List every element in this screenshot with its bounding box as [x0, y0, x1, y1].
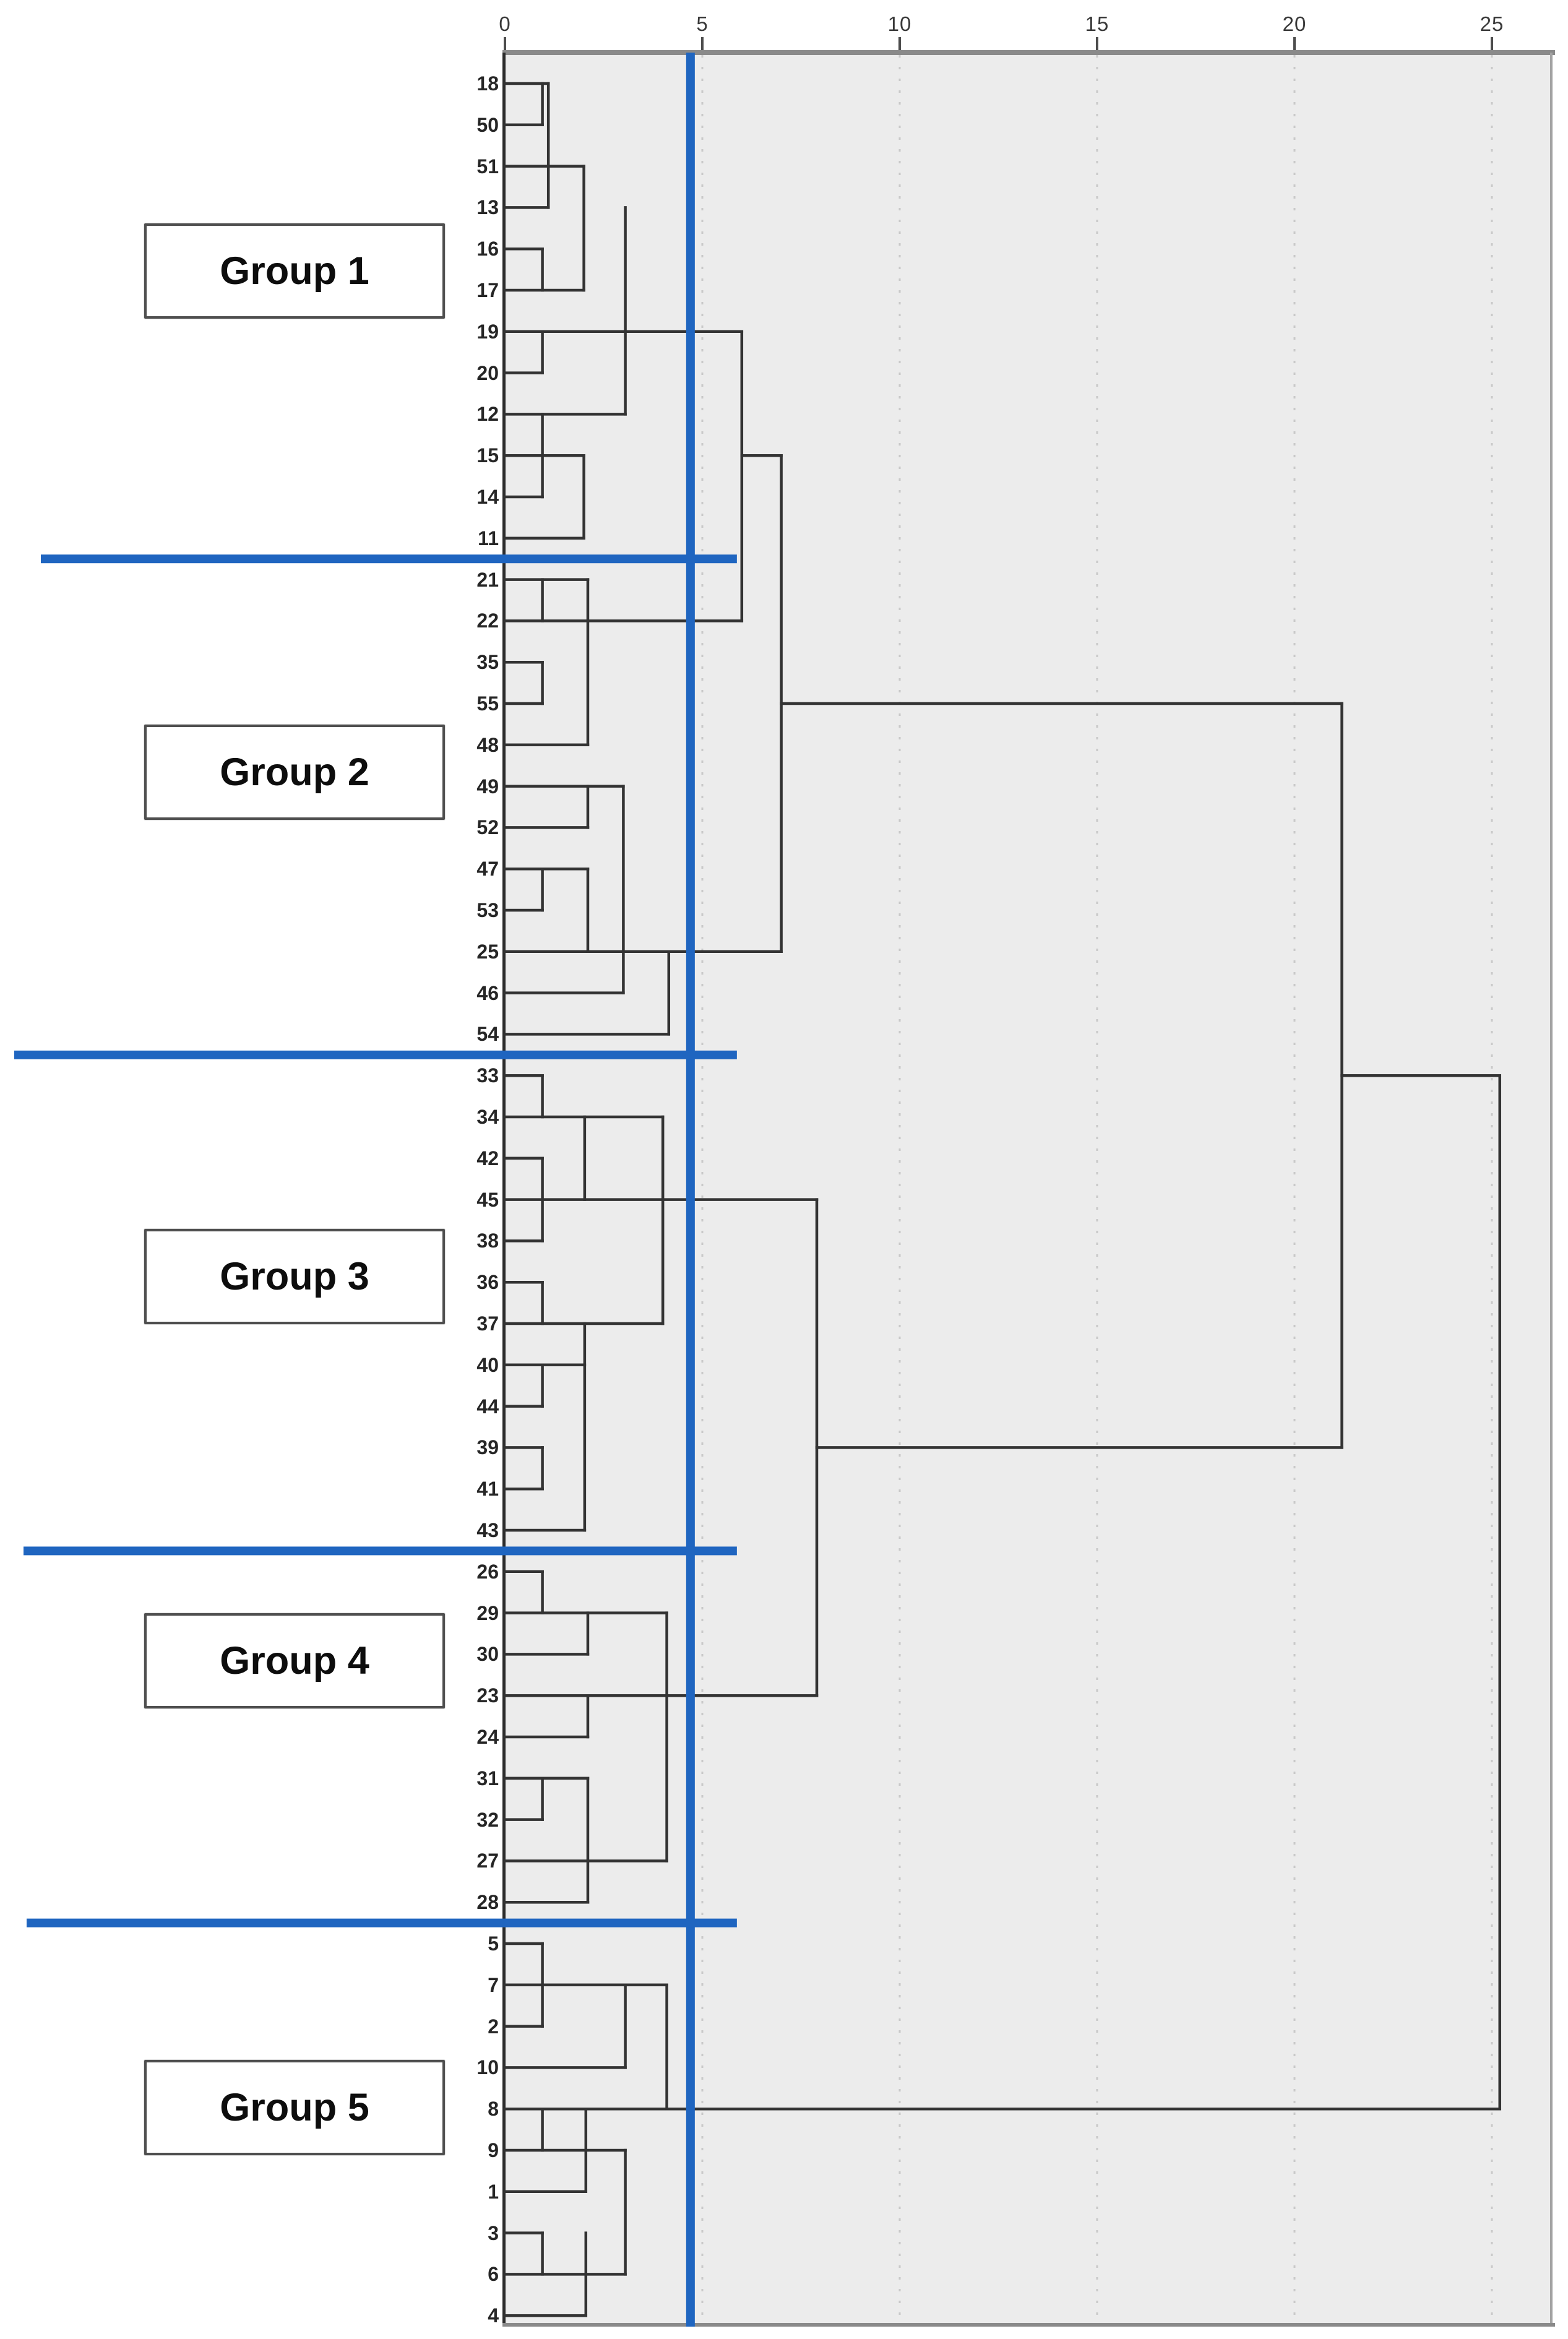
leaf-label: 40	[476, 1353, 499, 1376]
leaf-label: 28	[476, 1891, 499, 1914]
leaf-label: 21	[476, 568, 499, 591]
leaf-label: 41	[476, 1478, 499, 1501]
leaf-label: 13	[476, 196, 499, 219]
leaf-label: 25	[476, 940, 499, 963]
leaf-label: 27	[476, 1850, 499, 1872]
leaf-label: 44	[476, 1395, 499, 1418]
group-box: Group 5	[144, 2059, 445, 2155]
group-label: Group 2	[220, 750, 369, 794]
leaf-label: 26	[476, 1560, 499, 1583]
leaf-label: 35	[476, 651, 499, 674]
leaf-label: 19	[476, 320, 499, 343]
leaf-label: 1	[488, 2180, 499, 2203]
leaf-label: 45	[476, 1188, 499, 1211]
leaf-label: 18	[476, 72, 499, 95]
leaf-label: 6	[488, 2263, 499, 2286]
leaf-label: 12	[476, 403, 499, 426]
axis-line	[502, 50, 1555, 55]
leaf-label: 47	[476, 858, 499, 881]
leaf-label: 38	[476, 1230, 499, 1252]
leaf-label: 3	[488, 2221, 499, 2244]
dendrogram-links	[503, 82, 1502, 2317]
leaf-label: 33	[476, 1064, 499, 1087]
plot-left-border	[502, 53, 506, 2327]
leaf-label: 53	[476, 899, 499, 921]
leaf-label: 22	[476, 610, 499, 632]
group-separator-line	[41, 554, 737, 564]
group-separator-line	[14, 1050, 737, 1059]
axis-tick-label: 25	[1480, 12, 1504, 35]
leaf-label: 37	[476, 1312, 499, 1335]
leaf-label: 49	[476, 775, 499, 798]
leaf-label: 50	[476, 113, 499, 136]
leaf-label: 7	[488, 1973, 499, 1996]
leaf-label: 5	[488, 1932, 499, 1955]
leaf-label: 34	[476, 1106, 499, 1128]
plot-bottom-border	[502, 2323, 1555, 2327]
leaf-label: 39	[476, 1436, 499, 1459]
leaf-label: 54	[476, 1023, 499, 1046]
group-separator-line	[24, 1546, 737, 1556]
leaf-label: 31	[476, 1767, 499, 1790]
group-label: Group 4	[220, 1639, 369, 1683]
leaf-label: 36	[476, 1271, 499, 1294]
group-box: Group 3	[144, 1228, 445, 1324]
plot-area	[502, 53, 1553, 2327]
leaf-label: 17	[476, 279, 499, 301]
leaf-label: 10	[476, 2056, 499, 2079]
leaf-label: 15	[476, 444, 499, 467]
leaf-label: 32	[476, 1808, 499, 1831]
group-label: Group 5	[220, 2085, 369, 2129]
leaf-label: 24	[476, 1726, 499, 1748]
group-label: Group 1	[220, 249, 369, 293]
cluster-cut-line	[686, 53, 695, 2327]
leaf-label: 51	[476, 155, 499, 178]
leaf-label: 29	[476, 1601, 499, 1624]
axis-tick-label: 0	[499, 12, 511, 35]
plot-right-border	[1550, 53, 1553, 2327]
leaf-label: 14	[476, 486, 499, 508]
leaf-label: 42	[476, 1147, 499, 1170]
leaf-label: 4	[488, 2304, 499, 2327]
axis-tick-label: 20	[1282, 12, 1307, 35]
group-box: Group 1	[144, 223, 445, 319]
group-box: Group 2	[144, 724, 445, 820]
leaf-label: 9	[488, 2139, 499, 2161]
leaf-label: 30	[476, 1643, 499, 1666]
leaf-label: 43	[476, 1519, 499, 1541]
group-box: Group 4	[144, 1613, 445, 1709]
leaf-label: 55	[476, 692, 499, 715]
leaf-label: 16	[476, 238, 499, 261]
leaf-label: 11	[478, 527, 499, 549]
axis-tick-label: 5	[696, 12, 709, 35]
group-separator-line	[27, 1918, 737, 1928]
leaf-label: 23	[476, 1684, 499, 1707]
leaf-label: 2	[488, 2015, 499, 2038]
axis-tick-label: 15	[1085, 12, 1109, 35]
leaf-label: 8	[488, 2098, 499, 2121]
group-label: Group 3	[220, 1254, 369, 1298]
leaf-label: 46	[476, 981, 499, 1004]
axis-tick-label: 10	[887, 12, 912, 35]
leaf-label: 52	[476, 816, 499, 839]
leaf-label: 20	[476, 361, 499, 384]
leaf-label: 48	[476, 733, 499, 756]
